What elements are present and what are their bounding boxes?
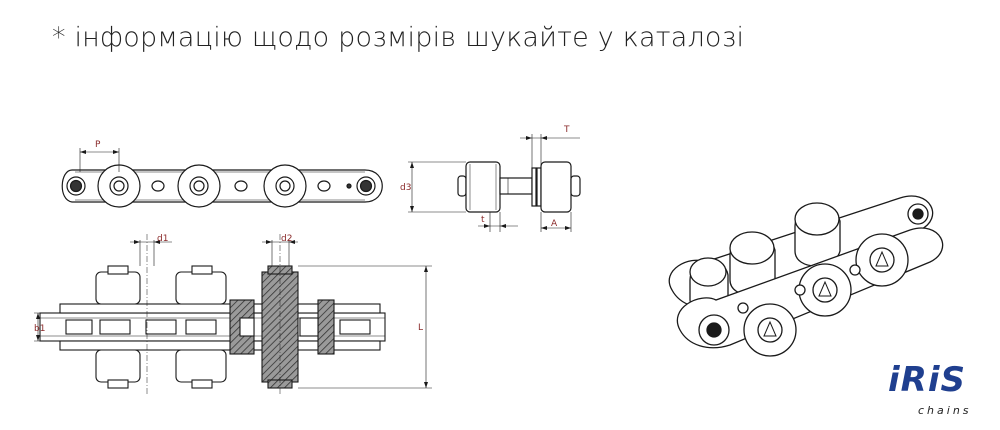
dim-label-link-thickness: t <box>481 215 485 225</box>
dim-label-offset: A <box>551 219 558 229</box>
chain-top-view <box>34 234 432 395</box>
dim-label-length: L <box>418 323 423 333</box>
chain-side-view <box>61 148 383 208</box>
catalog-note: * інформацію щодо розмірів шукайте у кат… <box>52 22 745 53</box>
dim-label-pin-diameter: d1 <box>157 234 168 244</box>
dim-label-inner-width: b1 <box>34 324 45 334</box>
iris-logo-tagline: chains <box>918 404 972 417</box>
iris-logo: iRiS <box>888 360 966 400</box>
roller-3 <box>263 164 307 208</box>
dim-label-pitch: P <box>95 140 101 150</box>
dim-label-plate-thickness: T <box>563 125 570 135</box>
dim-label-bush-diameter: d2 <box>281 234 292 244</box>
chain-isometric-view <box>668 195 944 357</box>
dim-label-roller-diameter: d3 <box>400 183 411 193</box>
chain-front-view <box>408 134 581 232</box>
roller-2 <box>177 164 221 208</box>
